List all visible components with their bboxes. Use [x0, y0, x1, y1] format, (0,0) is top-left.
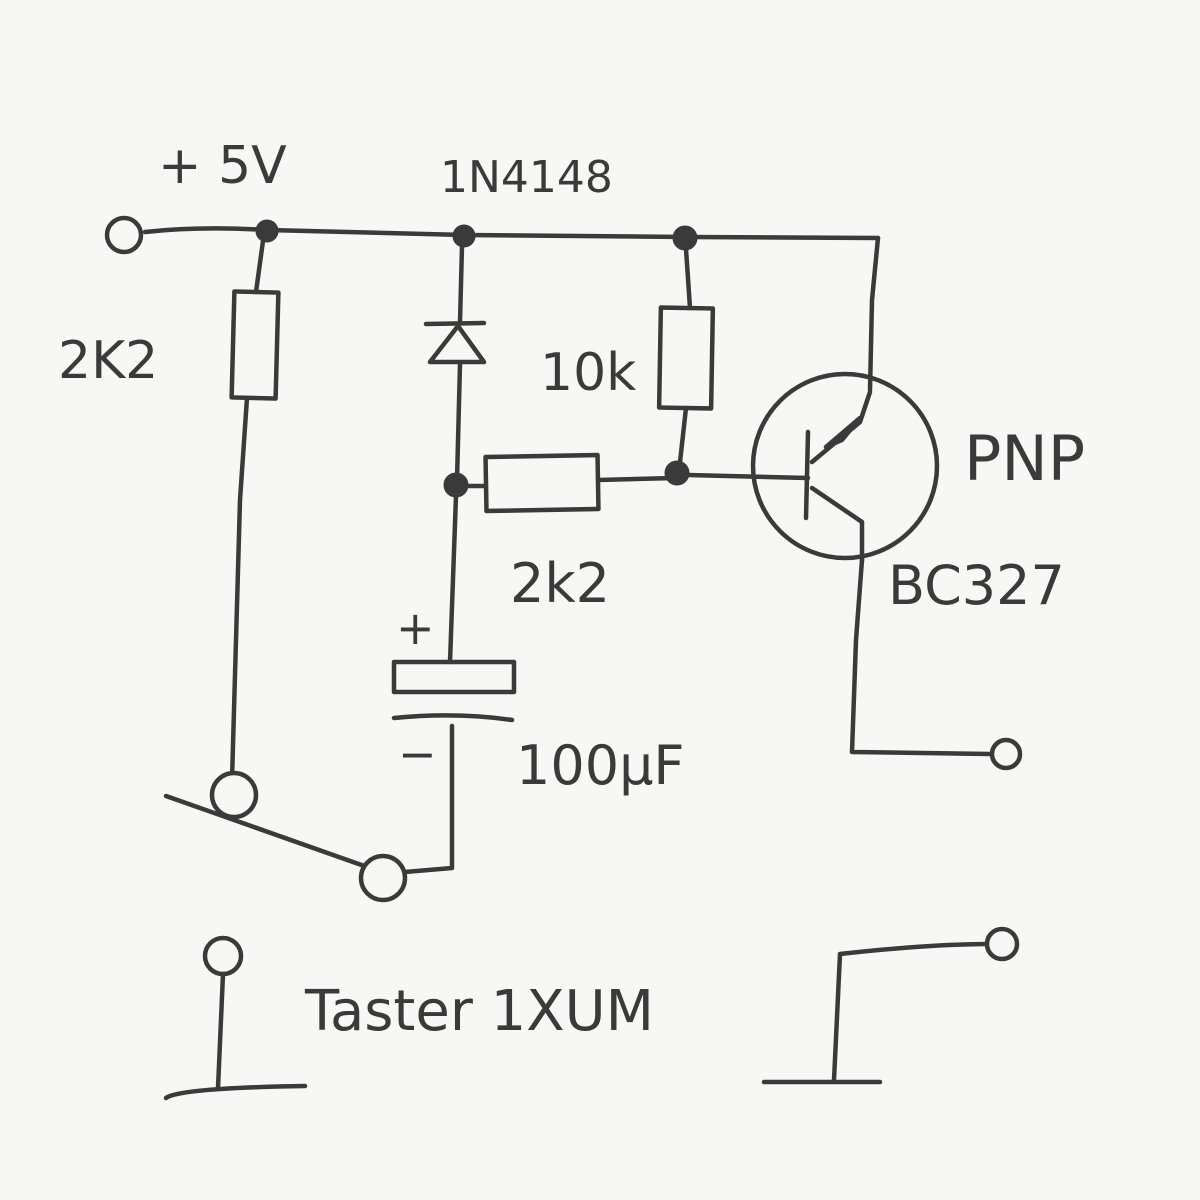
- output-terminal[interactable]: [989, 737, 1023, 771]
- diode-1n4148: [423, 320, 487, 365]
- label-cap-plus: +: [396, 601, 435, 655]
- step-output-terminal[interactable]: [984, 926, 1020, 962]
- emitter-arrow: [823, 415, 863, 450]
- switch-contact-bottom[interactable]: [202, 935, 244, 977]
- switch-contact-top[interactable]: [209, 770, 259, 820]
- label-resistor-10k: 10k: [540, 343, 636, 403]
- transistor-base-bar: [803, 429, 811, 521]
- supply-rail: [142, 226, 881, 393]
- capacitor-100uf: [391, 659, 517, 723]
- resistor-2k2-base: [483, 452, 601, 514]
- resistor-10k: [656, 305, 716, 411]
- label-cap-minus: −: [398, 727, 437, 781]
- junction-dot-supply: [255, 219, 279, 243]
- step-symbol-wire: [831, 941, 993, 1083]
- label-supply: + 5V: [158, 136, 287, 196]
- cap-lead-top: [447, 493, 459, 665]
- label-transistor-part: BC327: [888, 554, 1065, 617]
- junction-dot-pullup-top: [672, 225, 698, 251]
- supply-terminal[interactable]: [104, 215, 144, 255]
- junction-dot-diode-top: [452, 224, 476, 248]
- junction-dot-diode-bottom: [443, 472, 469, 498]
- capacitor-plate-positive: [391, 659, 517, 695]
- switch-ground-bar: [163, 1083, 308, 1101]
- base-wire: [685, 472, 811, 481]
- transistor-envelope: [750, 371, 940, 561]
- label-diode: 1N4148: [440, 152, 613, 203]
- label-resistor-base: 2k2: [510, 552, 610, 615]
- left-branch-wire: [229, 238, 266, 783]
- capacitor-plate-negative: [391, 713, 515, 723]
- pullup-lead-bottom: [677, 405, 689, 465]
- label-switch: Taster 1XUM: [304, 979, 654, 1044]
- output-wire: [849, 557, 993, 757]
- transistor-collector: [809, 485, 865, 563]
- switch-ground-stem: [215, 971, 226, 1091]
- label-resistor-left: 2K2: [58, 331, 158, 391]
- transistor-emitter: [809, 389, 873, 465]
- switch-contact-right[interactable]: [358, 853, 408, 903]
- label-capacitor: 100µF: [516, 734, 685, 797]
- resistor-2k2-left: [229, 289, 281, 401]
- pullup-lead-top: [683, 246, 693, 311]
- diode-branch-wire: [454, 243, 465, 483]
- transistor-pnp: [750, 371, 940, 563]
- junction-dot-base: [664, 460, 690, 486]
- cap-lead-bottom: [402, 723, 455, 875]
- switch-lever[interactable]: [163, 793, 373, 871]
- base-resistor-lead-right: [595, 475, 679, 483]
- label-transistor-type: PNP: [964, 422, 1085, 495]
